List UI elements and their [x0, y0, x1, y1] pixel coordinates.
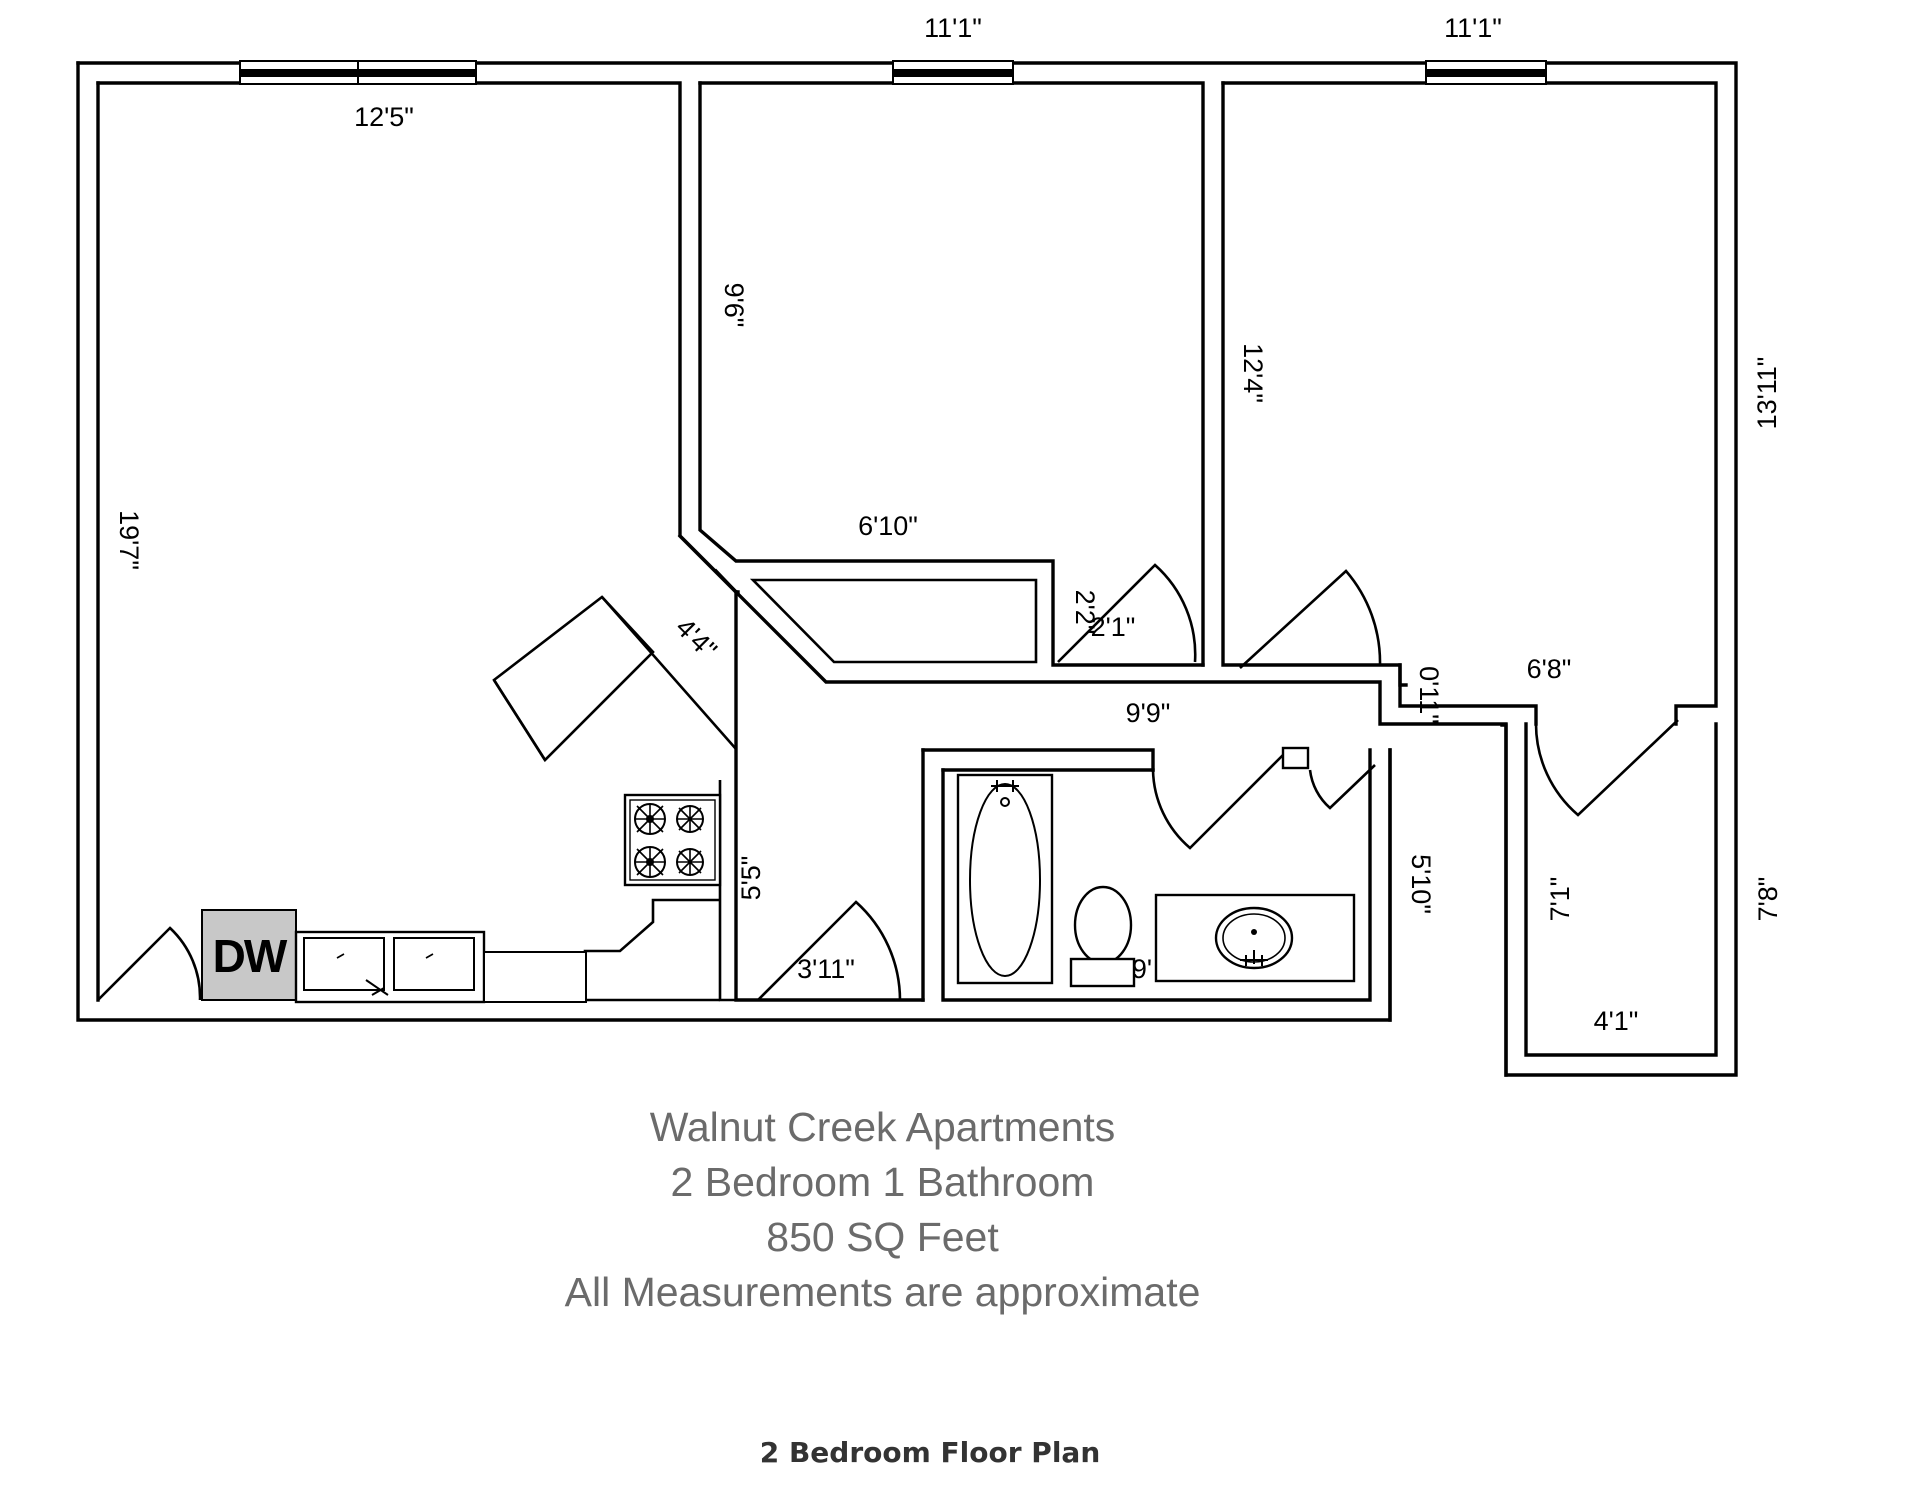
dim-closet2-bottom: 4'1" — [1594, 1006, 1639, 1036]
toilet — [1069, 885, 1136, 988]
dim-closet-small: 2'2" — [1070, 590, 1100, 635]
footer-title: 2 Bedroom Floor Plan — [759, 1436, 1101, 1469]
dim-hall-jog: 0'11" — [1414, 666, 1444, 724]
dishwasher-label: DW — [213, 930, 288, 982]
dim-living-length: 19'7" — [114, 510, 144, 570]
caption-line-2: 2 Bedroom 1 Bathroom — [670, 1159, 1095, 1205]
dim-closet2-outer: 7'8" — [1753, 877, 1783, 922]
dim-bed1-width: 11'1" — [924, 13, 982, 43]
dim-living-width: 12'5" — [354, 102, 414, 132]
dim-bath-partial: 9' — [1132, 954, 1152, 984]
kitchen-sink — [294, 930, 486, 1004]
closets — [749, 578, 1038, 664]
bathtub — [956, 773, 1054, 985]
bathroom — [956, 773, 1356, 988]
windows — [239, 60, 1547, 85]
dim-closet1-width: 6'10" — [858, 511, 918, 541]
dim-entry-width: 3'11" — [797, 954, 855, 984]
dimension-labels: 12'5" 11'1" 11'1" 19'7" 9'6" 12'4" 13'11… — [114, 13, 1783, 1036]
dim-bed1-length: 9'6" — [719, 283, 749, 328]
outer-walls — [76, 61, 1738, 1077]
interior-walls — [677, 81, 1538, 1077]
vanity — [1154, 893, 1356, 983]
dim-hall-length: 9'9" — [1126, 698, 1171, 728]
stove — [623, 793, 722, 887]
caption-line-4: All Measurements are approximate — [564, 1269, 1201, 1315]
dim-closet2-width: 6'8" — [1527, 654, 1572, 684]
dim-closet-small-width: 2'1" — [1091, 612, 1136, 642]
caption-line-3: 850 SQ Feet — [766, 1214, 999, 1260]
dim-closet2-length: 7'1" — [1545, 877, 1575, 922]
dim-kitchen-diag: 4'4" — [670, 612, 723, 665]
dim-bed2-width: 11'1" — [1444, 13, 1502, 43]
dim-bath-length: 5'10" — [1406, 854, 1436, 914]
doors — [97, 563, 1679, 1001]
kitchen: DW — [201, 595, 738, 1004]
dim-bed2-right: 13'11" — [1752, 357, 1782, 430]
dim-bed2-length: 12'4" — [1238, 343, 1268, 403]
caption-line-1: Walnut Creek Apartments — [649, 1104, 1116, 1150]
dim-kitchen-length: 5'5" — [736, 856, 766, 901]
